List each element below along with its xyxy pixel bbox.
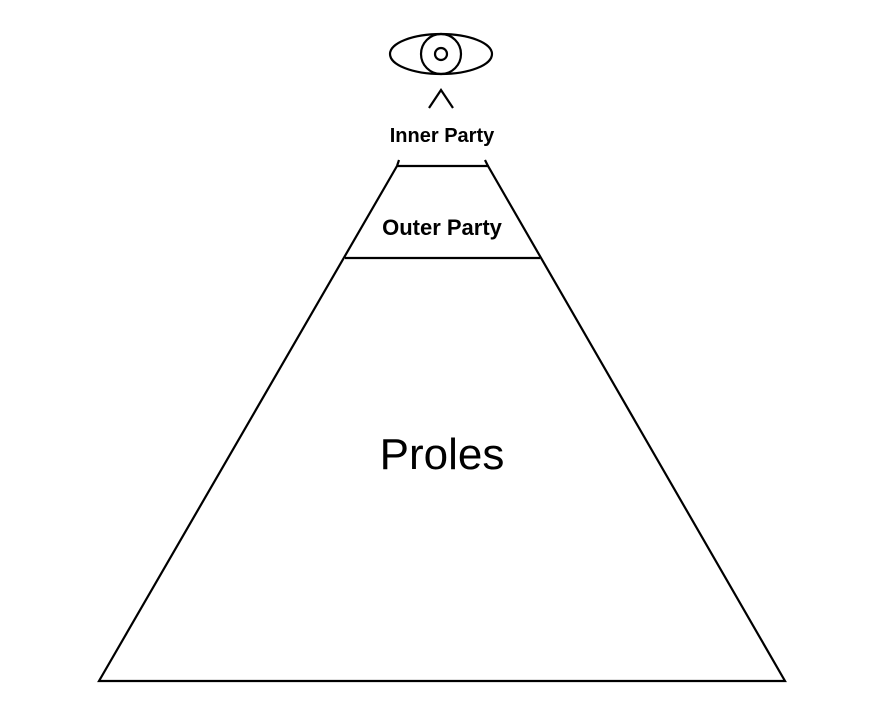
tier-label-outer-party: Outer Party <box>382 215 503 240</box>
eye-icon <box>388 32 494 76</box>
tier-label-inner-party: Inner Party <box>390 125 495 147</box>
pyramid-outline <box>97 164 787 683</box>
tier-label-proles: Proles <box>380 430 505 479</box>
apex-caret <box>428 88 454 109</box>
